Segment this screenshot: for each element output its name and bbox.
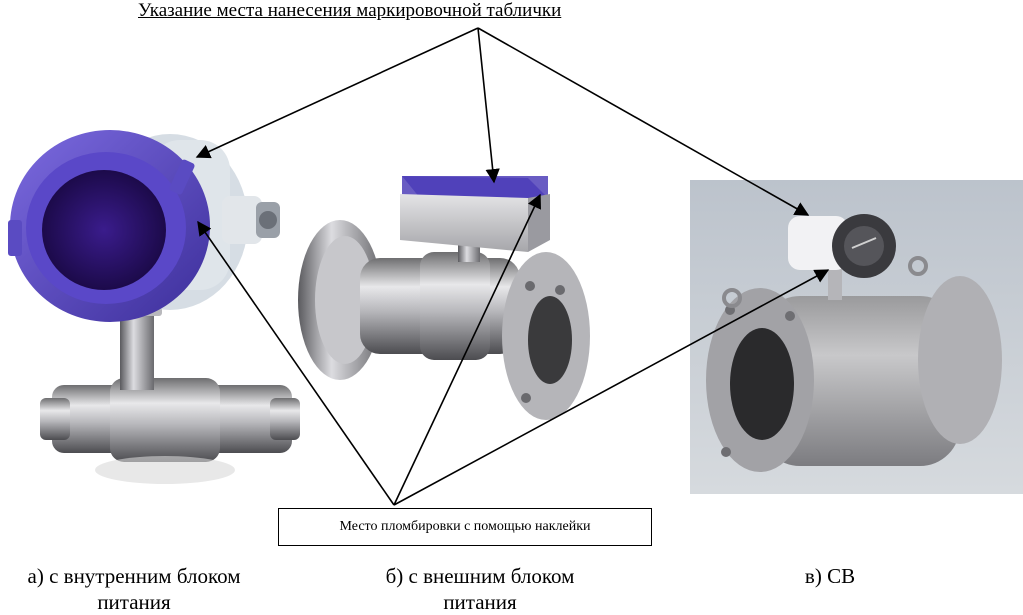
arrow-plate-device-a (195, 27, 479, 159)
caption-device-b-line2: питания (443, 590, 517, 614)
seal-location-arrows (197, 193, 830, 506)
arrow-seal-device-b (393, 193, 541, 506)
caption-device-c: в) СВ (804, 564, 856, 588)
caption-device-a-line2: питания (97, 590, 171, 614)
caption-device-a-line1: а) с внутренним блоком (27, 564, 241, 588)
arrow-seal-device-a (197, 220, 395, 506)
seal-location-label: Место пломбировки с помощью наклейки (278, 508, 652, 546)
caption-device-b-line1: б) с внешним блоком (385, 564, 575, 588)
flowmeter-sv (690, 180, 1023, 494)
caption-device-b: б) с внешним блоком питания (350, 563, 610, 615)
arrow-plate-device-b (477, 27, 500, 184)
arrow-seal-device-c (393, 269, 830, 506)
plate-location-arrows (195, 27, 810, 216)
plate-location-title: Указание места нанесения маркировочной т… (138, 0, 562, 21)
arrow-plate-device-c (477, 27, 810, 216)
flowmeter-external-power-unit (298, 176, 590, 420)
flowmeter-integrated-power-unit (8, 130, 300, 484)
caption-device-a: а) с внутренним блоком питания (4, 563, 264, 615)
